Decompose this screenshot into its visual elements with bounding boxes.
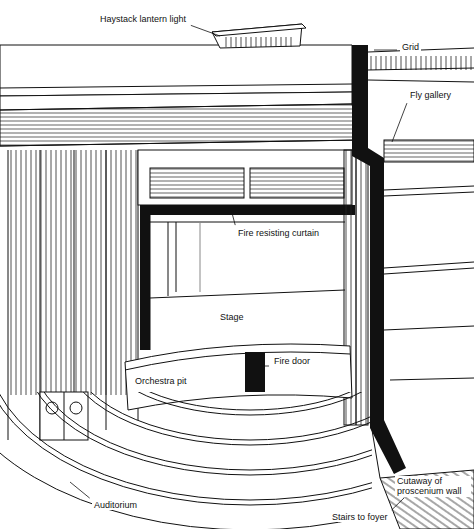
- part-label: Fire resisting curtain: [236, 228, 321, 238]
- part-label: Fly gallery: [408, 90, 453, 100]
- part-label: Stage: [218, 312, 246, 322]
- part-label: Fire door: [272, 356, 312, 366]
- part-label: Orchestra pit: [133, 376, 189, 386]
- leader-line: [374, 50, 397, 51]
- part-label: Stairs to foyer: [330, 512, 390, 522]
- part-label: Auditorium: [92, 500, 139, 510]
- leader-line: [232, 213, 235, 225]
- leader-line: [264, 366, 269, 367]
- part-label: Haystack lantern light: [98, 14, 188, 24]
- leader-line: [392, 498, 404, 510]
- leader-line: [388, 452, 394, 473]
- part-label: Cutaway of proscenium wall: [395, 476, 471, 497]
- leader-line: [191, 25, 220, 36]
- leader-line: [392, 103, 407, 142]
- leader-line: [70, 482, 90, 498]
- part-label: Grid: [400, 42, 421, 52]
